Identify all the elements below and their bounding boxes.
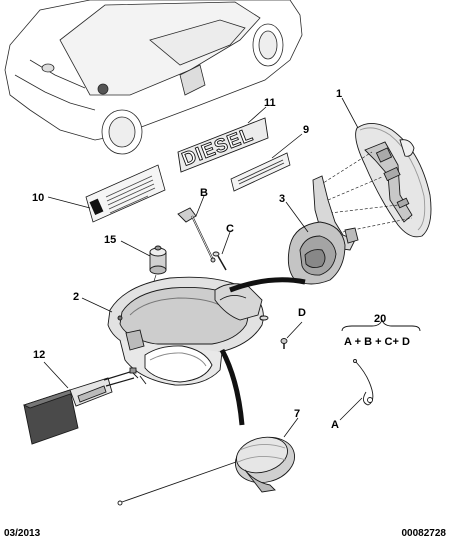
- footer-ref: 00082728: [401, 528, 447, 539]
- callout-1: 1: [336, 88, 342, 100]
- footer-date: 03/2013: [4, 528, 41, 539]
- callout-A: A: [331, 419, 339, 431]
- callout-B: B: [200, 187, 208, 199]
- actuator-12: [22, 367, 137, 445]
- callout-2: 2: [73, 291, 79, 303]
- callout-20: 20: [374, 313, 386, 325]
- callout-10: 10: [32, 192, 44, 204]
- diesel-sticker: DIESEL: [177, 117, 269, 173]
- screw-C: [212, 251, 227, 271]
- callout-C: C: [226, 223, 234, 235]
- callout-D: D: [298, 307, 306, 319]
- callout-7: 7: [294, 408, 300, 420]
- fuel-info-sticker-10: [85, 164, 166, 223]
- formula-text: A + B + C+ D: [344, 336, 410, 348]
- car-outline: [4, 0, 303, 155]
- fuel-cap-7: [117, 436, 295, 506]
- wire-loop-A: [353, 359, 374, 406]
- fuel-flap-door-1: [355, 123, 432, 238]
- formula-brace: [341, 318, 421, 332]
- diesel-sticker-text: DIESEL: [179, 124, 256, 170]
- callout-15: 15: [104, 234, 116, 246]
- cylinder-part-15: [149, 245, 167, 275]
- hinge-bracket-3: [287, 175, 359, 285]
- filler-housing-2: [107, 276, 265, 386]
- hoses: [219, 277, 306, 426]
- callout-9: 9: [303, 124, 309, 136]
- callout-11: 11: [264, 97, 276, 109]
- callout-12: 12: [33, 349, 45, 361]
- callout-3: 3: [279, 193, 285, 205]
- warning-sticker-9: [230, 152, 291, 192]
- release-rod-B: [177, 207, 216, 263]
- screw-D: [259, 315, 288, 349]
